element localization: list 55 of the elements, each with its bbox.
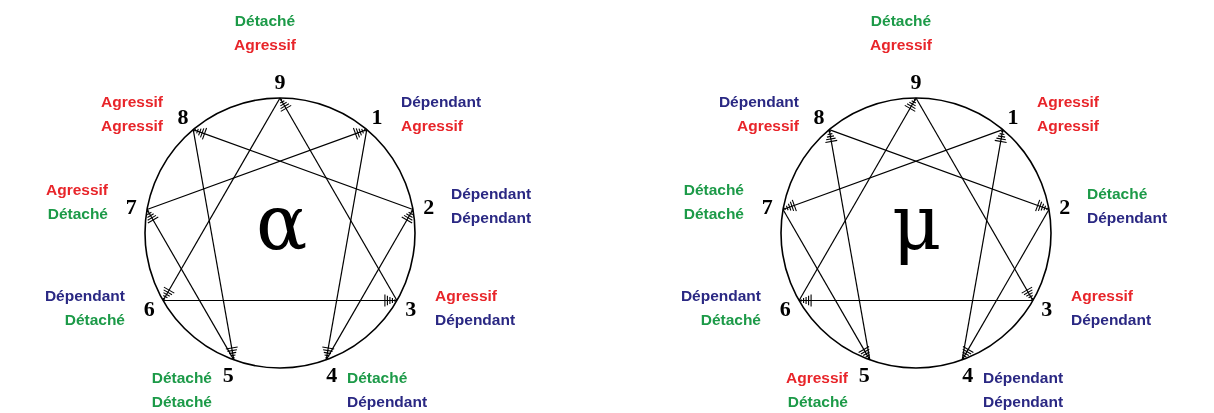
point-number: 8 — [813, 106, 825, 129]
trait-label: Détaché — [786, 392, 848, 412]
trait-label: Agressif — [869, 35, 933, 55]
trait-label: Agressif — [785, 368, 848, 388]
point-number: 1 — [371, 106, 383, 129]
point-number: 6 — [779, 297, 791, 320]
trait-label: Agressif — [1037, 116, 1100, 136]
trait-label: Agressif — [45, 180, 108, 200]
trait-label: Détaché — [683, 180, 744, 200]
point-number: 7 — [125, 195, 137, 218]
trait-label: Dépendant — [983, 392, 1064, 412]
trait-label: Dépendant — [680, 286, 761, 306]
trait-label: Détaché — [151, 368, 212, 388]
point-number: 8 — [177, 106, 189, 129]
point-number: 3 — [1041, 297, 1053, 320]
trait-label: Agressif — [233, 35, 297, 55]
trait-label: Agressif — [1071, 286, 1135, 306]
trait-label: Agressif — [435, 286, 499, 306]
point-number: 3 — [405, 297, 417, 320]
point-number: 4 — [962, 363, 974, 386]
point-number: 2 — [423, 195, 435, 218]
trait-label: Dépendant — [1071, 310, 1152, 330]
trait-label: Dépendant — [44, 286, 125, 306]
point-number: 5 — [222, 363, 234, 386]
trait-label: Agressif — [401, 116, 465, 136]
trait-label: Détaché — [347, 368, 409, 388]
greek-letter: α — [256, 185, 308, 261]
trait-label: Dépendant — [347, 392, 428, 412]
trait-label: Détaché — [699, 310, 761, 330]
point-number: 5 — [858, 363, 870, 386]
trait-label: Dépendant — [435, 310, 516, 330]
point-number: 9 — [274, 71, 286, 93]
trait-label: Détaché — [1087, 184, 1149, 204]
point-number: 6 — [143, 297, 155, 320]
trait-label: Dépendant — [718, 92, 799, 112]
trait-label: Détaché — [683, 204, 744, 224]
trait-label: Dépendant — [401, 92, 482, 112]
trait-label: Détaché — [233, 11, 297, 31]
trait-label: Agressif — [100, 92, 163, 112]
trait-label: Dépendant — [451, 208, 532, 228]
trait-label: Dépendant — [983, 368, 1064, 388]
trait-label: Agressif — [100, 116, 163, 136]
trait-label: Agressif — [735, 116, 799, 136]
point-number: 7 — [761, 195, 773, 218]
trait-label: Agressif — [1037, 92, 1100, 112]
trait-label: Dépendant — [451, 184, 532, 204]
point-number: 9 — [910, 71, 922, 93]
point-number: 4 — [326, 363, 338, 386]
trait-label: Détaché — [46, 204, 108, 224]
trait-label: Détaché — [151, 392, 212, 412]
trait-label: Détaché — [869, 11, 933, 31]
trait-label: Détaché — [63, 310, 125, 330]
point-number: 1 — [1007, 106, 1019, 129]
trait-label: Dépendant — [1087, 208, 1168, 228]
point-number: 2 — [1059, 195, 1071, 218]
